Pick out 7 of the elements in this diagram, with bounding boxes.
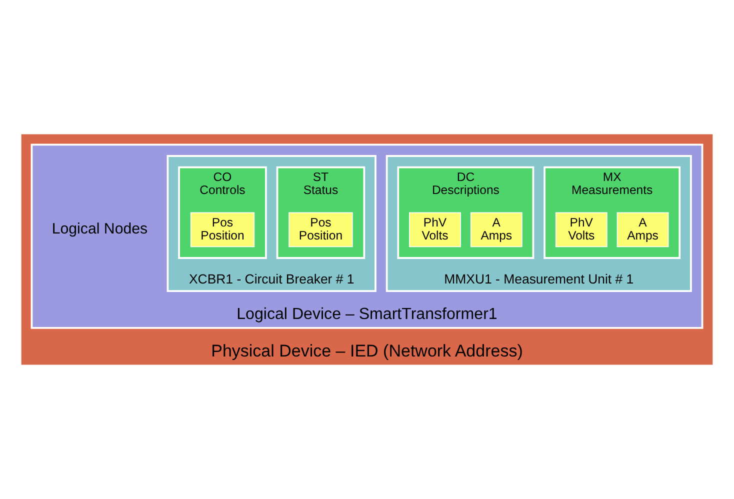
node-box: A Amps (616, 212, 669, 248)
node-box: Pos Position (288, 212, 353, 248)
node-box: Pos Position (190, 212, 255, 248)
node-box: A Amps (470, 212, 522, 248)
node-box: PhV Volts (409, 212, 461, 248)
node-box: PhV Volts (555, 212, 608, 248)
label: Logical Nodes (52, 220, 148, 238)
